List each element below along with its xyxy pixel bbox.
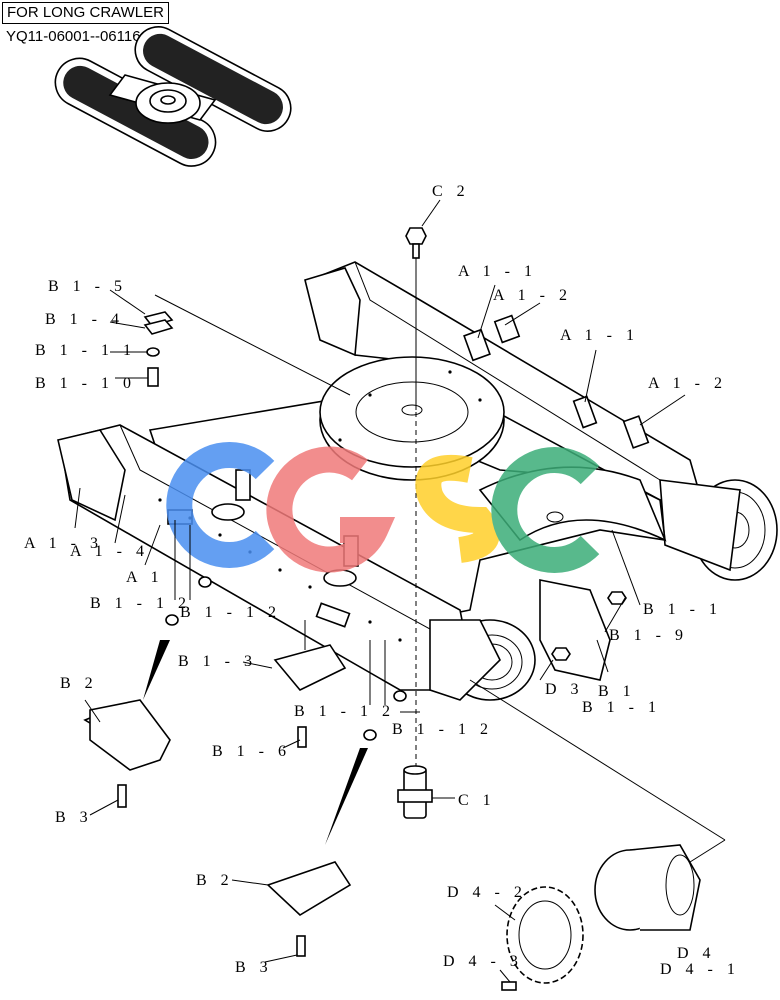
track-guard-b2 bbox=[83, 699, 171, 808]
leader-line bbox=[689, 839, 726, 863]
travel-motor-d4 bbox=[594, 844, 701, 931]
label-b1-12: B 1 - 1 2 bbox=[90, 595, 191, 612]
serial-number-range: YQ11-06001--06116 bbox=[6, 28, 141, 45]
label-a1-2: A 1 - 2 bbox=[493, 287, 572, 304]
leader-line bbox=[469, 679, 726, 841]
label-a1-1: A 1 - 1 bbox=[458, 263, 537, 280]
label-b1-1: B 1 - 1 bbox=[582, 699, 661, 716]
label-b1-4: B 1 - 4 bbox=[45, 311, 124, 328]
label-b1-1: B 1 - 1 bbox=[643, 601, 722, 618]
label-c2: C 2 bbox=[432, 183, 470, 200]
diagram-title: FOR LONG CRAWLER bbox=[2, 2, 169, 24]
label-b1-10: B 1 - 1 0 bbox=[35, 375, 136, 392]
crawler-thumbnail bbox=[54, 26, 292, 167]
label-d4-2: D 4 - 2 bbox=[447, 884, 527, 901]
label-b1-3: B 1 - 3 bbox=[178, 653, 257, 670]
bolt-d3 bbox=[551, 647, 571, 661]
leader-lines bbox=[74, 199, 686, 983]
label-b1-12: B 1 - 1 2 bbox=[294, 703, 395, 720]
cgsc-watermark bbox=[166, 442, 600, 573]
label-b1-5: B 1 - 5 bbox=[48, 278, 127, 295]
bolt-d4-3 bbox=[501, 981, 517, 991]
track-guard-b1-3 bbox=[273, 644, 347, 748]
shim-plates bbox=[143, 311, 174, 387]
label-c1: C 1 bbox=[458, 792, 496, 809]
label-b1-6: B 1 - 6 bbox=[212, 743, 291, 760]
label-d4: D 4 bbox=[677, 945, 716, 962]
nut-b1-12 bbox=[165, 576, 407, 741]
track-guard-b2-lower bbox=[266, 861, 352, 957]
label-b1-12: B 1 - 1 2 bbox=[180, 604, 281, 621]
label-b2: B 2 bbox=[196, 872, 234, 889]
watermark-letter-g bbox=[266, 446, 396, 573]
label-b1-9: B 1 - 9 bbox=[609, 627, 688, 644]
label-a1-1: A 1 - 1 bbox=[560, 327, 639, 344]
label-a1-3: A 1 - 3 bbox=[24, 535, 103, 552]
label-a1: A 1 bbox=[126, 569, 164, 586]
label-b3: B 3 bbox=[55, 809, 93, 826]
label-b1: B 1 bbox=[598, 683, 636, 700]
watermark-letter-s bbox=[415, 454, 500, 563]
watermark-letter-c2 bbox=[491, 447, 600, 573]
label-b3: B 3 bbox=[235, 959, 273, 976]
swivel-joint-bolt bbox=[405, 227, 427, 259]
label-b1-11: B 1 - 1 1 bbox=[35, 342, 136, 359]
guide-arrow bbox=[325, 748, 368, 845]
watermark-letter-c bbox=[166, 442, 275, 568]
label-d3: D 3 bbox=[545, 681, 584, 698]
label-d4-3: D 4 - 3 bbox=[443, 953, 523, 970]
label-a1-4: A 1 - 4 bbox=[70, 543, 149, 560]
swing-bearing-mount bbox=[319, 356, 505, 481]
track-frame bbox=[57, 261, 778, 701]
sprocket-d4-2 bbox=[506, 886, 584, 984]
label-a1-2: A 1 - 2 bbox=[648, 375, 727, 392]
center-joint-c1 bbox=[397, 765, 433, 819]
part-labels: C 2 A 1 - 1 A 1 - 2 A 1 - 1 A 1 - 2 B 1 … bbox=[24, 183, 740, 978]
label-b2: B 2 bbox=[60, 675, 98, 692]
leader-line bbox=[154, 294, 351, 396]
label-b1-12: B 1 - 1 2 bbox=[392, 721, 493, 738]
label-d4-1: D 4 - 1 bbox=[660, 961, 740, 978]
guide-arrow bbox=[143, 640, 170, 700]
